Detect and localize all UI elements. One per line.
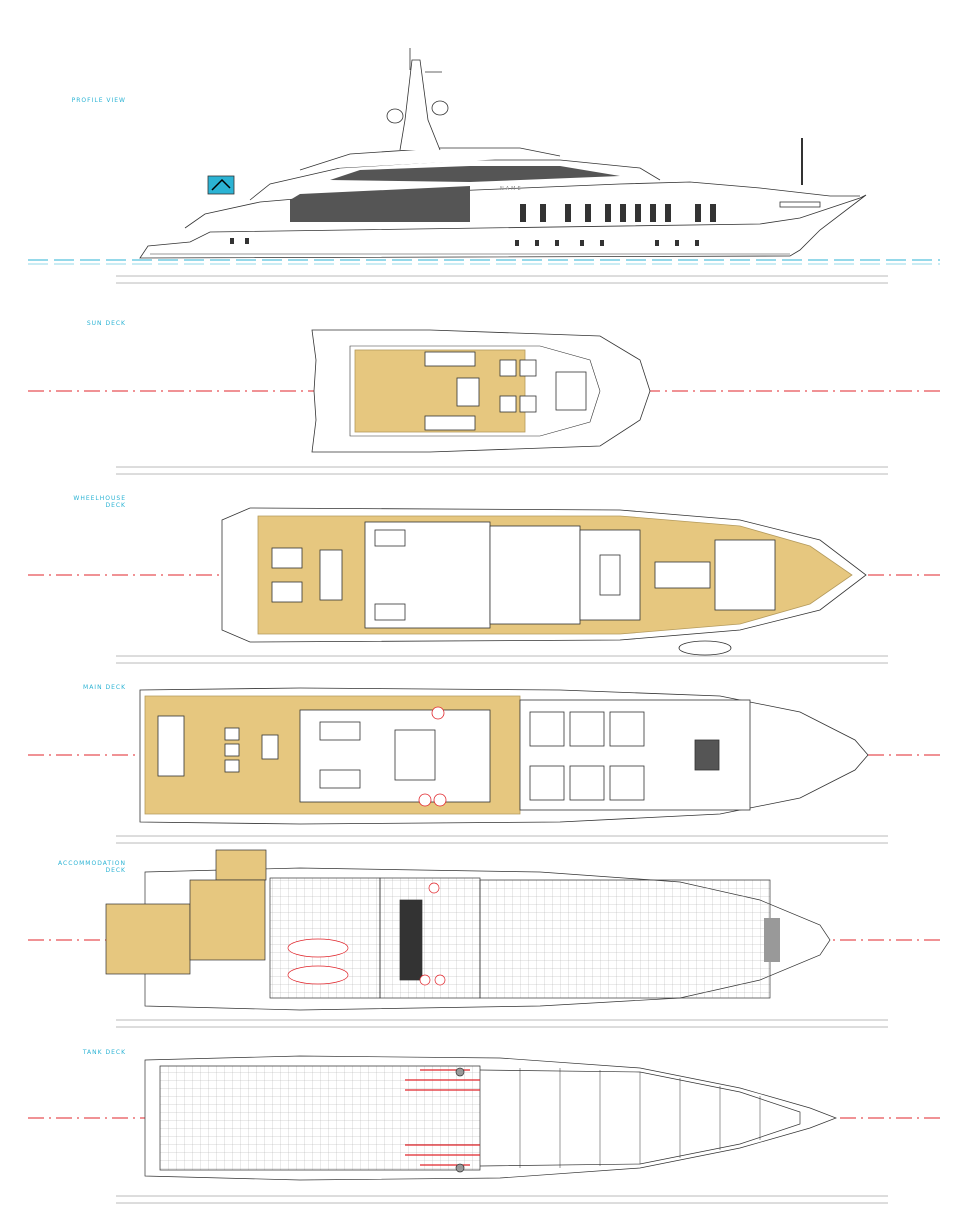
- main-deck-plan: [28, 687, 940, 825]
- accommodation-aft-wood: [189, 879, 266, 961]
- accommodation-bow-thruster: [764, 918, 780, 962]
- sun-deck-plan: [28, 329, 940, 453]
- accommodation-crew-area: [479, 879, 771, 999]
- wheelhouse-cabins: [489, 525, 581, 625]
- tank-deck-plan: [28, 1055, 940, 1181]
- profile-upper-window: [330, 166, 620, 182]
- radome-2: [431, 100, 449, 116]
- wheelhouse-deck-plan: [28, 507, 940, 656]
- accommodation-side-platform: [215, 849, 267, 881]
- tank-deck-scale-bar: [116, 1195, 888, 1204]
- tank-deck-tanks-aft: [159, 1065, 481, 1171]
- wheelhouse-text-2: DECK: [105, 502, 126, 509]
- profile-windows: [230, 204, 716, 246]
- profile-name-plate: NAME: [500, 186, 523, 192]
- profile-hull: [139, 194, 867, 259]
- main-deck-scale-bar: [116, 835, 888, 844]
- profile-view-text: PROFILE VIEW: [71, 97, 126, 104]
- profile-scale-bar: [116, 275, 888, 284]
- sun-deck-scale-bar: [116, 466, 888, 475]
- tank-deck-frames: [519, 1068, 761, 1168]
- main-deck-winch-3: [433, 793, 447, 807]
- sun-deck-label: SUN DECK: [40, 320, 126, 327]
- accommodation-scale-bar: [116, 1019, 888, 1028]
- garage-tender-1: [287, 938, 349, 958]
- main-deck-furniture: [224, 711, 720, 801]
- main-deck-winch-2: [418, 793, 432, 807]
- profile-bow-rail: [779, 201, 821, 208]
- accommodation-text-2: DECK: [105, 867, 126, 874]
- wheelhouse-deck-label: WHEELHOUSE DECK: [40, 495, 126, 509]
- wheelhouse-text-1: WHEELHOUSE: [73, 495, 126, 502]
- tank-deck-label: TANK DECK: [40, 1049, 126, 1056]
- wheelhouse-fwd-room: [714, 539, 776, 611]
- accommodation-deck-plan: [28, 849, 940, 1011]
- accommodation-text-1: ACCOMMODATION: [58, 860, 126, 867]
- sun-deck-furniture: [424, 351, 587, 431]
- main-deck-text: MAIN DECK: [83, 684, 126, 691]
- profile-tender-icon: [207, 175, 235, 195]
- wheelhouse-furniture: [271, 529, 621, 621]
- profile-view: NAME: [28, 48, 940, 265]
- wheelhouse-tender-bay: [654, 561, 711, 589]
- wheelhouse-dining-table: [319, 549, 343, 601]
- profile-window-band: [290, 186, 470, 222]
- accommodation-beach-club: [105, 903, 191, 975]
- profile-sun-deck: [299, 147, 561, 171]
- main-deck-label: MAIN DECK: [40, 684, 126, 691]
- profile-view-label: PROFILE VIEW: [40, 97, 126, 104]
- sun-deck-text: SUN DECK: [86, 320, 126, 327]
- wheelhouse-tender: [678, 640, 732, 656]
- main-deck-aft-lounge: [157, 715, 185, 777]
- profile-mast: [399, 59, 441, 151]
- radome-1: [386, 108, 404, 124]
- garage-tender-2: [287, 965, 349, 985]
- tank-deck-text: TANK DECK: [82, 1049, 126, 1056]
- accommodation-deck-label: ACCOMMODATION DECK: [40, 860, 126, 874]
- accommodation-engine: [399, 899, 423, 981]
- sun-deck-bar: [456, 377, 480, 407]
- main-deck-winch-1: [431, 706, 445, 720]
- wheelhouse-scale-bar: [116, 655, 888, 664]
